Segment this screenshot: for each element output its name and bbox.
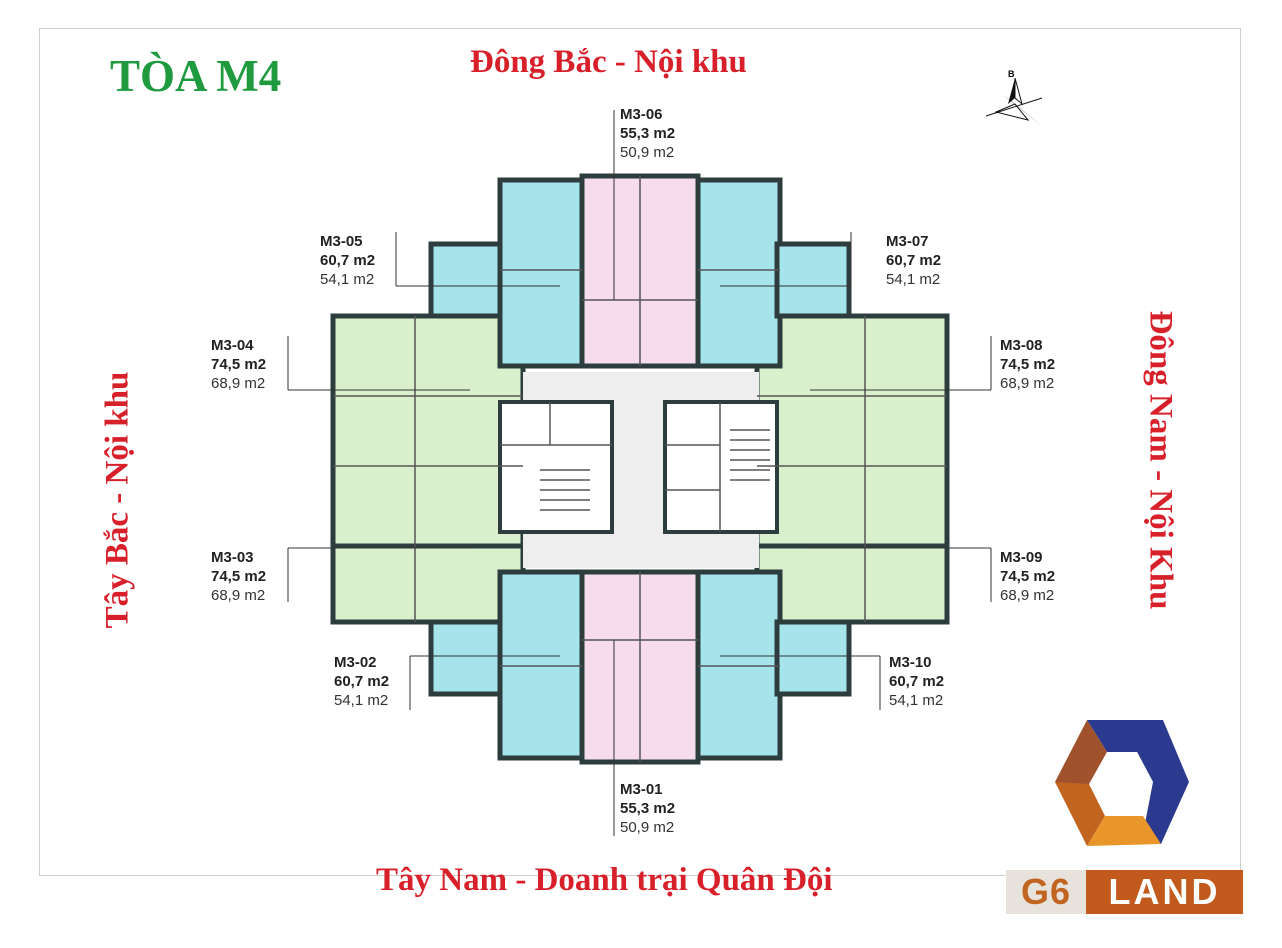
direction-bottom: Tây Nam - Doanh trại Quân Đội: [376, 862, 833, 898]
unit-area: 74,5 m2: [1000, 568, 1056, 585]
unit-area: 60,7 m2: [334, 673, 390, 690]
unit-net-area: 68,9 m2: [211, 375, 266, 392]
g6-land-logo-icon: [1055, 720, 1189, 846]
direction-top: Đông Bắc - Nội khu: [470, 44, 747, 80]
unit-code: M3-06: [620, 106, 663, 123]
unit-area: 60,7 m2: [889, 673, 945, 690]
unit-area: 60,7 m2: [320, 252, 376, 269]
unit-code: M3-05: [320, 233, 363, 250]
unit-code: M3-01: [620, 781, 663, 798]
brand-part1: G6: [1006, 870, 1086, 914]
unit-net-area: 50,9 m2: [620, 819, 675, 836]
unit-label-m3-10: M3-10 60,7 m2 54,1 m2: [889, 653, 944, 710]
unit-label-m3-06: M3-06 55,3 m2 50,9 m2: [620, 105, 675, 162]
unit-net-area: 54,1 m2: [889, 692, 944, 709]
unit-net-area: 54,1 m2: [320, 271, 375, 288]
unit-net-area: 54,1 m2: [334, 692, 389, 709]
unit-code: M3-03: [211, 549, 254, 566]
unit-label-m3-04: M3-04 74,5 m2 68,9 m2: [211, 336, 266, 393]
unit-code: M3-04: [211, 337, 254, 354]
unit-code: M3-07: [886, 233, 929, 250]
unit-area: 60,7 m2: [886, 252, 942, 269]
unit-code: M3-10: [889, 654, 932, 671]
unit-net-area: 68,9 m2: [211, 587, 266, 604]
unit-area: 74,5 m2: [1000, 356, 1056, 373]
unit-area: 55,3 m2: [620, 800, 676, 817]
unit-area: 55,3 m2: [620, 125, 676, 142]
unit-label-m3-09: M3-09 74,5 m2 68,9 m2: [1000, 548, 1055, 605]
unit-net-area: 68,9 m2: [1000, 375, 1055, 392]
unit-code: M3-02: [334, 654, 377, 671]
unit-code: M3-08: [1000, 337, 1043, 354]
compass-letter: B: [1008, 69, 1015, 79]
unit-label-m3-02: M3-02 60,7 m2 54,1 m2: [334, 653, 389, 710]
brand-part2: LAND: [1086, 870, 1243, 914]
drawing-frame: [39, 28, 1241, 876]
unit-label-m3-05: M3-05 60,7 m2 54,1 m2: [320, 232, 375, 289]
brand-wordmark: G6 LAND: [1006, 870, 1243, 914]
unit-code: M3-09: [1000, 549, 1043, 566]
unit-label-m3-03: M3-03 74,5 m2 68,9 m2: [211, 548, 266, 605]
unit-area: 74,5 m2: [211, 356, 267, 373]
unit-area: 74,5 m2: [211, 568, 267, 585]
unit-net-area: 68,9 m2: [1000, 587, 1055, 604]
unit-label-m3-07: M3-07 60,7 m2 54,1 m2: [886, 232, 941, 289]
unit-label-m3-08: M3-08 74,5 m2 68,9 m2: [1000, 336, 1055, 393]
compass-icon: B: [985, 69, 1043, 126]
unit-net-area: 50,9 m2: [620, 144, 675, 161]
building-title: TÒA M4: [110, 51, 282, 101]
unit-label-m3-01: M3-01 55,3 m2 50,9 m2: [620, 780, 675, 837]
unit-net-area: 54,1 m2: [886, 271, 941, 288]
